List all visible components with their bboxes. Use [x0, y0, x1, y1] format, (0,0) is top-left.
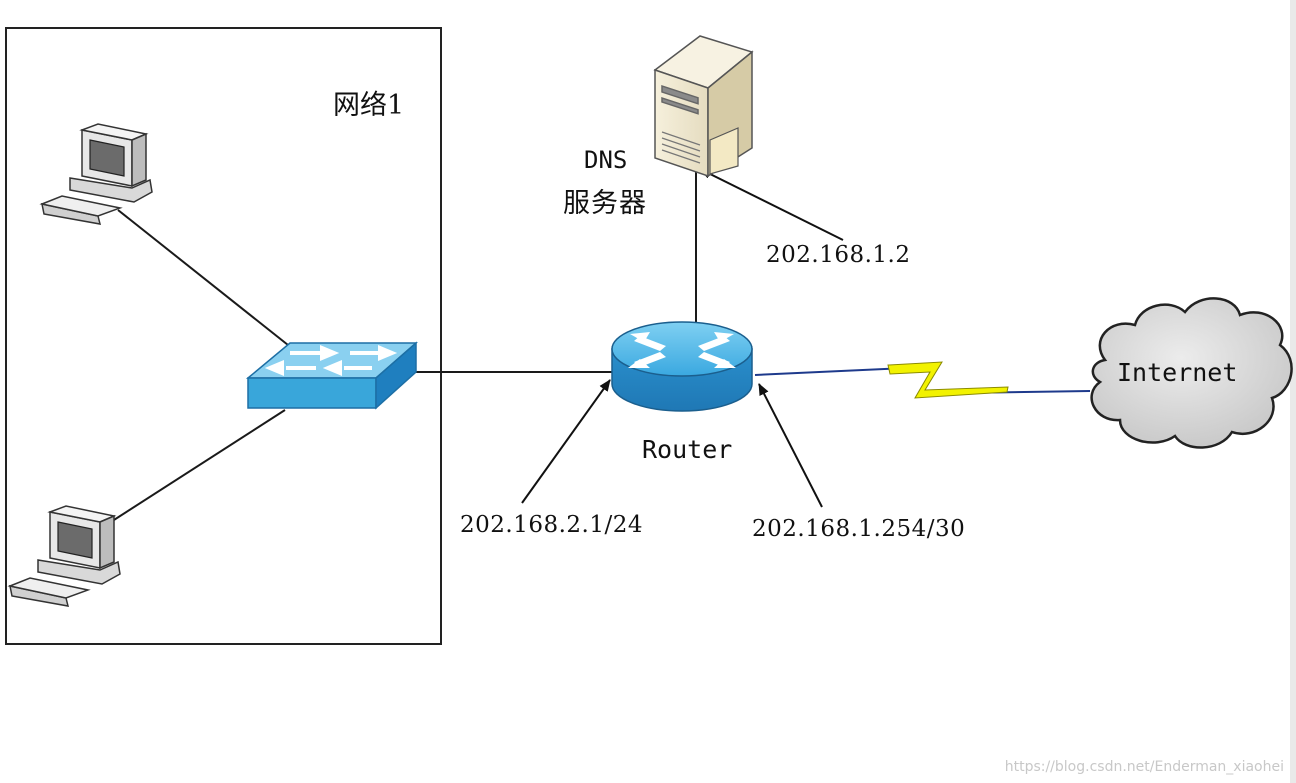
- wan-link: [754, 361, 1091, 399]
- computer-icon: [7, 505, 121, 607]
- connection-lines: [102, 170, 697, 528]
- arrow-wan-ip: [758, 383, 823, 508]
- arrow-dns-ip: [699, 168, 844, 241]
- router-lan-ip-label: 202.168.2.1/24: [460, 512, 644, 538]
- router-icon: [611, 321, 753, 412]
- arrow-lan-ip: [521, 379, 611, 504]
- network-boundary: [5, 27, 442, 645]
- internet-label: Internet: [1117, 358, 1238, 387]
- lightning-icon: [887, 361, 1009, 399]
- router-wan-ip-label: 202.168.1.254/30: [752, 516, 966, 542]
- cloud-icon: [1090, 297, 1293, 449]
- dns-server-label-cn: 服务器: [563, 188, 647, 219]
- link-pc1-switch: [117, 209, 289, 346]
- router-label: Router: [642, 435, 733, 464]
- switch-icon: [245, 341, 418, 410]
- scroll-edge: [1290, 0, 1296, 783]
- dns-ip-label: 202.168.1.2: [766, 242, 911, 268]
- pointer-arrows: [521, 168, 844, 508]
- link-pc2-switch: [102, 409, 286, 528]
- dns-server-label: DNS: [584, 146, 628, 174]
- computer-icon: [39, 123, 153, 225]
- network-label: 网络1: [333, 90, 405, 121]
- server-icon: [653, 35, 754, 178]
- watermark: https://blog.csdn.net/Enderman_xiaohei: [1004, 759, 1284, 775]
